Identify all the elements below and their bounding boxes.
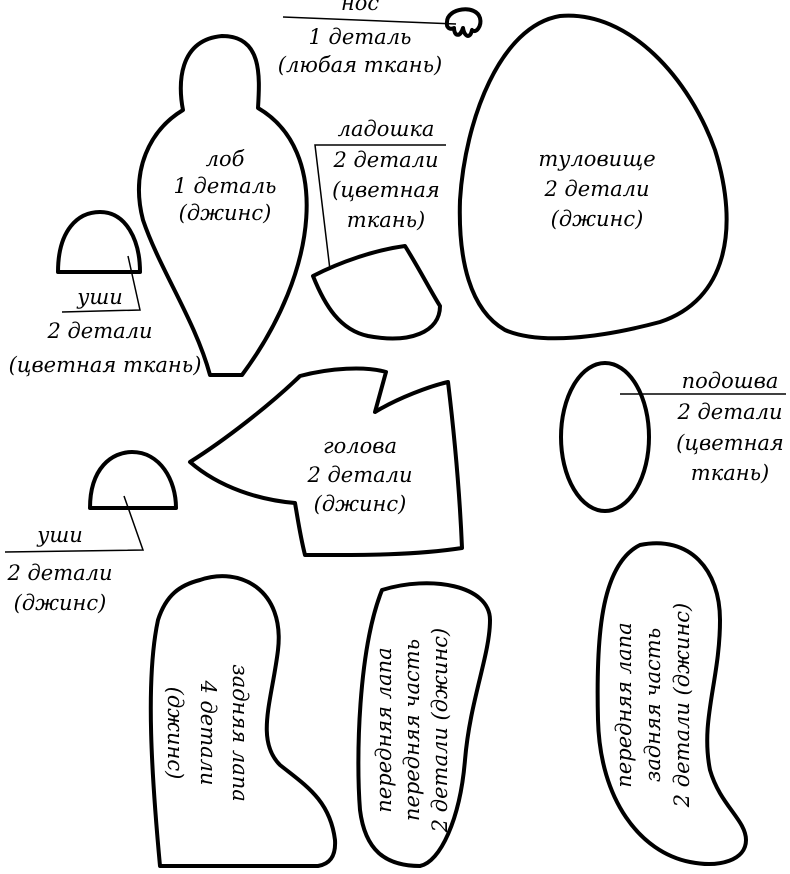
forehead-label-line-1: лоб bbox=[206, 147, 245, 171]
nose-piece bbox=[444, 7, 483, 38]
front-paw-front-piece bbox=[356, 581, 492, 868]
nose-label-line-3: (любая ткань) bbox=[278, 53, 442, 77]
head-label-line-3: (джинс) bbox=[314, 492, 407, 516]
sole-label: подошва 2 детали (цветная ткань) bbox=[676, 369, 784, 485]
hind-paw-label-line-3: (джинс) bbox=[163, 687, 187, 780]
body-label-line-1: туловище bbox=[538, 147, 655, 171]
sole-label-line-1: подошва bbox=[682, 369, 779, 393]
forehead-label: лоб 1 деталь (джинс) bbox=[173, 147, 276, 225]
ears-denim-label: уши 2 детали (джинс) bbox=[6, 523, 112, 615]
nose-label: нос 1 деталь (любая ткань) bbox=[278, 0, 442, 77]
head-piece bbox=[188, 366, 464, 558]
hind-paw-label-line-2: 4 детали bbox=[196, 679, 220, 785]
front-paw-back-label: передняя лапа задняя часть 2 детали (джи… bbox=[612, 603, 694, 808]
sole-label-line-3: (цветная bbox=[676, 431, 784, 455]
hind-paw-label-line-1: задняя лапа bbox=[228, 664, 252, 802]
front-paw-back-label-line-3: 2 детали (джинс) bbox=[670, 603, 694, 808]
palm-label-line-2: 2 детали bbox=[332, 148, 438, 172]
front-paw-front-label: передняя лапа передняя часть 2 детали (д… bbox=[372, 628, 452, 833]
sole-label-line-2: 2 детали bbox=[676, 400, 782, 424]
nose-label-line-2: 1 деталь bbox=[308, 25, 411, 49]
palm-piece bbox=[311, 244, 442, 341]
forehead-label-line-2: 1 деталь bbox=[173, 174, 276, 198]
front-paw-back-piece bbox=[595, 541, 748, 866]
head-label: голова 2 детали (джинс) bbox=[306, 434, 412, 516]
front-paw-back-label-line-1: передняя лапа bbox=[612, 622, 636, 787]
head-label-line-2: 2 детали bbox=[306, 463, 412, 487]
sole-piece bbox=[559, 361, 651, 513]
nose-leader bbox=[282, 16, 457, 25]
body-label-line-3: (джинс) bbox=[551, 207, 644, 231]
palm-label-line-1: ладошка bbox=[338, 117, 435, 141]
body-label-line-2: 2 детали bbox=[543, 177, 649, 201]
body-label: туловище 2 детали (джинс) bbox=[538, 147, 655, 231]
forehead-label-line-3: (джинс) bbox=[179, 201, 272, 225]
ears-denim-piece bbox=[88, 450, 178, 510]
ears-color-label-line-1: уши bbox=[76, 285, 123, 309]
front-paw-front-label-line-3: 2 детали (джинс) bbox=[428, 628, 452, 833]
ears-denim-label-line-1: уши bbox=[36, 523, 83, 547]
palm-label-line-4: ткань) bbox=[347, 208, 425, 232]
ears-denim-label-line-2: 2 детали bbox=[6, 561, 112, 585]
head-label-line-1: голова bbox=[323, 434, 397, 458]
ears-denim-leader bbox=[4, 495, 145, 553]
palm-leader bbox=[314, 144, 446, 271]
palm-label-line-3: (цветная bbox=[332, 178, 440, 202]
sole-label-line-4: ткань) bbox=[691, 461, 769, 485]
ears-color-label: уши 2 детали (цветная ткань) bbox=[9, 285, 202, 377]
ears-color-label-line-3: (цветная ткань) bbox=[9, 353, 202, 377]
body-piece bbox=[457, 13, 729, 341]
ears-color-label-line-2: 2 детали bbox=[46, 319, 152, 343]
hind-paw-piece bbox=[148, 574, 338, 868]
front-paw-front-label-line-1: передняя лапа bbox=[372, 647, 396, 812]
front-paw-back-label-line-2: задняя часть bbox=[641, 628, 665, 782]
ears-color-leader bbox=[61, 255, 141, 313]
ears-color-piece bbox=[56, 210, 142, 274]
palm-label: ладошка 2 детали (цветная ткань) bbox=[332, 117, 440, 232]
hind-paw-label: задняя лапа 4 детали (джинс) bbox=[163, 664, 252, 802]
ears-denim-label-line-3: (джинс) bbox=[14, 591, 107, 615]
forehead-piece bbox=[137, 34, 309, 377]
nose-label-line-1: нос bbox=[341, 0, 379, 15]
front-paw-front-label-line-2: передняя часть bbox=[400, 639, 424, 821]
